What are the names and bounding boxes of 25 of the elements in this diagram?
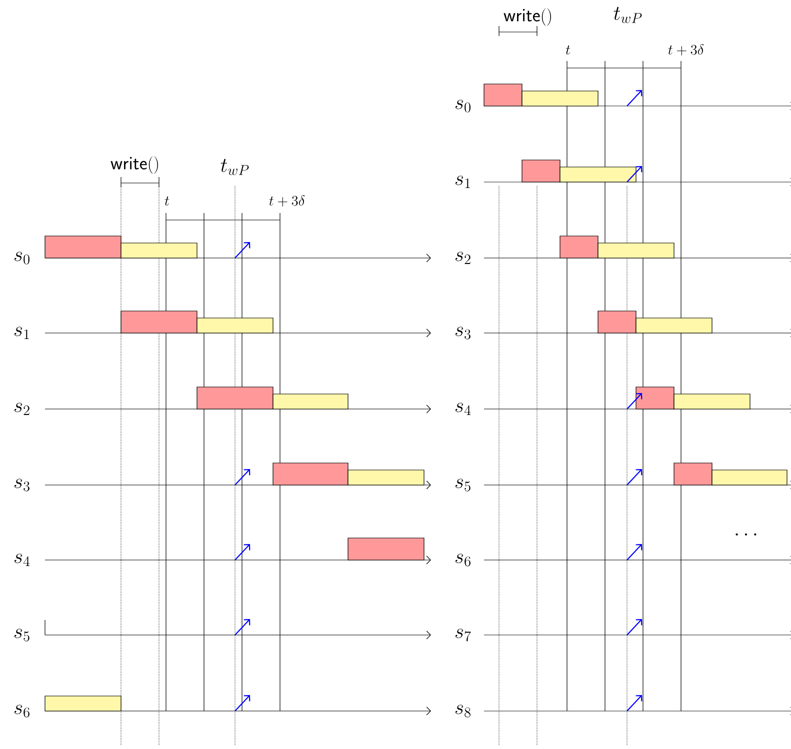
server-label: $s_4$ — [456, 402, 471, 416]
server-label: $s_1$ — [456, 176, 470, 188]
time-label: $t+3\delta$ — [668, 44, 704, 56]
server-label: $s_6$ — [14, 704, 30, 718]
time-label: $t$ — [164, 196, 170, 206]
server-label: $s_3$ — [14, 478, 30, 492]
process-label: $\mathsf{write}()$ — [110, 156, 158, 174]
time-label: $t+3\delta$ — [269, 195, 305, 207]
server-label: $s_3$ — [456, 326, 470, 340]
server-label: $s_5$ — [456, 478, 470, 492]
server-label: $s_2$ — [14, 402, 30, 416]
process-label: $\mathsf{write}()$ — [504, 8, 551, 26]
time-label: $t_{wP}$ — [220, 158, 249, 176]
server-label: $s_2$ — [456, 252, 470, 264]
server-label: $s_0$ — [14, 252, 30, 264]
server-label: $s_7$ — [456, 628, 471, 642]
server-label: $s_5$ — [14, 628, 30, 642]
server-label: $s_8$ — [456, 704, 470, 718]
server-label: $s_4$ — [14, 554, 30, 566]
server-label: $s_1$ — [14, 326, 29, 340]
ellipsis: $\cdots$ — [736, 533, 756, 536]
time-label: $t$ — [566, 45, 570, 55]
server-label: $s_6$ — [456, 554, 470, 566]
time-label: $t_{wP}$ — [614, 6, 642, 24]
server-label: $s_0$ — [456, 100, 470, 112]
